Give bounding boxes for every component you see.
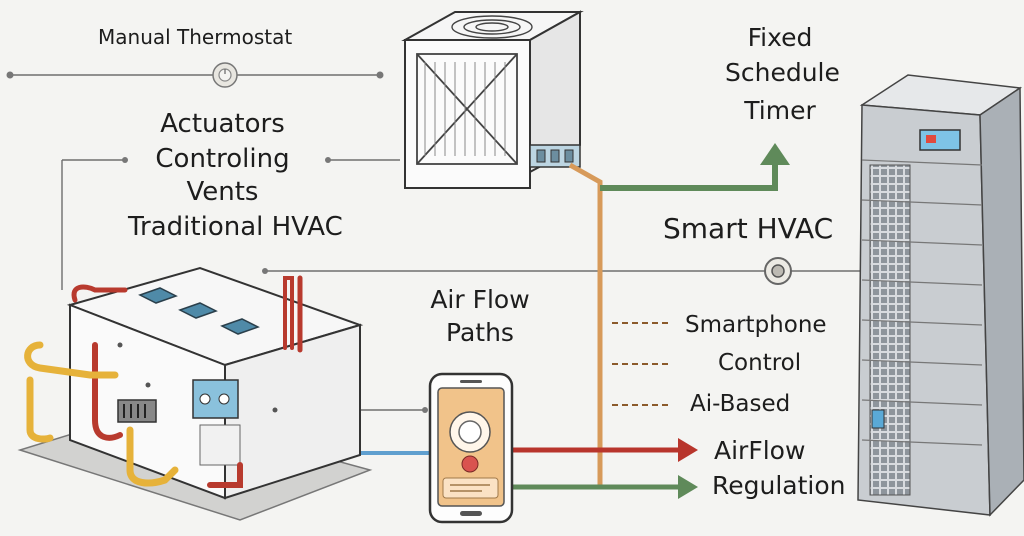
dashed-indicators xyxy=(612,322,670,406)
control-label: Control xyxy=(718,350,802,376)
line-dot xyxy=(6,71,14,79)
fan-grille-icon xyxy=(401,10,584,189)
fixed-schedule-label-line3: Timer xyxy=(744,96,816,125)
red-arrowhead xyxy=(678,438,698,462)
green-arrowhead-2 xyxy=(678,475,698,499)
green-arrowhead xyxy=(760,143,790,165)
smartphone-label: Smartphone xyxy=(685,312,827,338)
ai-based-label: Ai-Based xyxy=(690,391,791,417)
line-dot xyxy=(262,268,268,274)
airflow-regulation-label-line1: AirFlow xyxy=(714,436,806,465)
line-dot xyxy=(376,71,384,79)
line-dot xyxy=(325,157,331,163)
airflow-paths-label-line2: Paths xyxy=(446,318,514,347)
line-dot xyxy=(122,157,128,163)
server-panel-icon xyxy=(857,74,1024,517)
phone-app-icon[interactable] xyxy=(428,372,514,524)
hvac-unit xyxy=(17,266,373,521)
line-dot xyxy=(422,407,428,413)
actuators-label-line3: Vents xyxy=(186,177,259,207)
smart-dial-icon xyxy=(764,257,792,285)
manual-thermostat-label: Manual Thermostat xyxy=(98,25,293,49)
actuators-label-line2: Controling xyxy=(155,144,290,174)
hvac-pipes xyxy=(24,275,303,488)
traditional-hvac-label: Traditional HVAC xyxy=(128,212,343,242)
thermostat-dial-icon xyxy=(212,62,238,88)
airflow-paths-label-line1: Air Flow xyxy=(430,285,530,314)
airflow-regulation-label-line2: Regulation xyxy=(712,471,846,500)
orange-pipe xyxy=(568,162,603,487)
actuators-label-line1: Actuators xyxy=(160,109,285,139)
smart-hvac-label: Smart HVAC xyxy=(663,212,834,245)
green-arrow-timer xyxy=(600,160,778,191)
fixed-schedule-label-line2: Schedule xyxy=(725,58,840,87)
fixed-schedule-label-line1: Fixed xyxy=(747,23,813,52)
